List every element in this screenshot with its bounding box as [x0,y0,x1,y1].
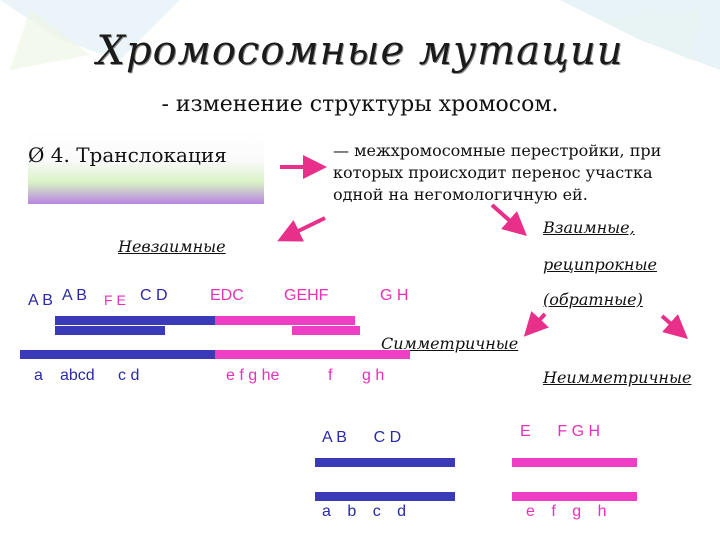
arrow-down-right-icon-2 [660,314,688,339]
gene-label: EDC [210,287,244,304]
gene-label: GEHF [284,287,329,304]
chromosome-bar [20,350,215,359]
gene-label: f [328,367,333,384]
gene-label: abcd [60,367,95,384]
chromosome-bar [512,492,637,501]
gene-label: a [34,367,43,384]
topic-text: 4. Транслокация [50,143,227,167]
gene-label: E F G H [520,423,601,440]
arrow-down-left-icon-2 [523,311,549,337]
chromosome-bar [292,326,360,335]
page-title: Хромосомные мутации [96,28,624,74]
symmetric-label: Симметричные [381,334,519,353]
page-subtitle: - изменение структуры хромосом. [161,92,559,117]
gene-label: c d [118,367,140,384]
gene-label: a b c d [322,503,413,520]
chromosome-bar [215,350,410,359]
reciprocal-label-3: (обратные) [543,290,643,309]
reciprocal-label-2: реципрокные [543,255,657,274]
chromosome-bar [315,492,455,501]
gene-label: e f g h [526,503,613,520]
chromosome-bar [215,316,355,325]
asymmetric-label: Неимметричные [543,368,692,387]
arrow-down-right-icon [490,203,527,236]
gene-label: e f g he [226,367,280,384]
gene-label: g h [362,367,385,384]
gene-label: G H [380,287,409,304]
header-decoration [0,0,720,90]
reciprocal-label-1: Взаимные, [543,218,635,237]
topic-label: Ø 4. Транслокация [28,143,227,167]
chromosome-bar [512,458,637,467]
chromosome-bar [55,326,165,335]
arrow-down-left-icon [277,216,326,242]
bullet-arrow-icon: Ø [28,143,45,167]
chromosome-bar [315,458,455,467]
gene-label: F E [104,292,126,308]
nonreciprocal-label: Невзаимные [118,237,226,256]
gene-label: A B C D [322,429,402,446]
chromosome-bar [55,316,215,325]
topic-box [28,132,264,204]
gene-label: A B [28,292,53,309]
definition-text: — межхромосомные перестройки, при которы… [333,141,662,204]
gene-label: C D [140,287,168,304]
gene-label: A B [62,287,87,304]
